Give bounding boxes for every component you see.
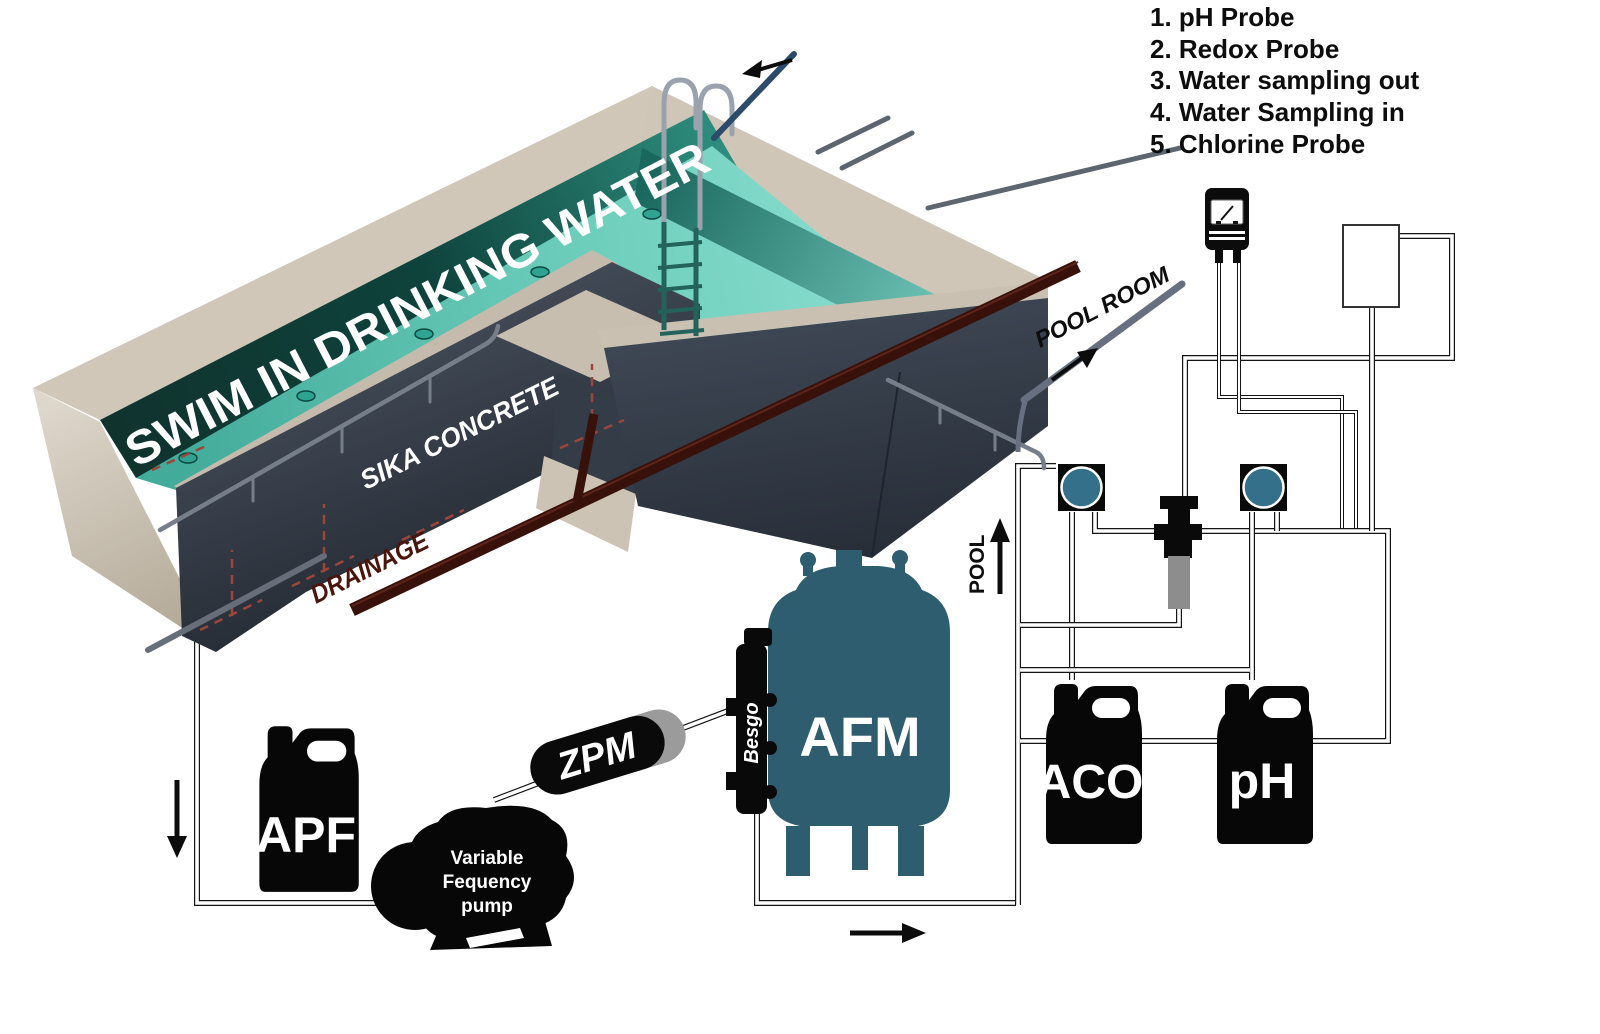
pool-render — [33, 51, 1186, 653]
ph-label: pH — [1229, 753, 1296, 809]
pool-wall-corner-edge — [871, 371, 901, 557]
pool-outer-wall-right — [604, 298, 1048, 558]
pool-jet-icons — [178, 208, 662, 464]
pool-coping-left-face — [33, 388, 216, 650]
pool-banner-wall — [100, 110, 740, 478]
legend-item-1: 1. pH Probe — [1150, 2, 1294, 32]
aco-label: ACO — [1037, 756, 1144, 809]
sampling-pipes — [815, 115, 1183, 211]
legend-list: 1. pH Probe 2. Redox Probe 3. Water samp… — [1150, 2, 1420, 159]
pump-label-3: pump — [461, 896, 513, 917]
apf-canister: APF — [256, 726, 359, 892]
flow-arrow-right-icon — [850, 923, 926, 943]
pool-room-pipe — [1015, 280, 1186, 453]
ph-canister: pH — [1217, 684, 1313, 844]
aco-canister: ACO — [1037, 684, 1144, 844]
handrail-right-wall — [885, 377, 1047, 471]
pool-return-label: POOL — [966, 534, 989, 594]
pipe-probe-drain — [1020, 606, 1179, 625]
besgo-label: Besgo — [741, 702, 763, 763]
flow-arrow-down-icon — [167, 780, 187, 858]
suction-pipe-3d — [145, 553, 327, 653]
legend-item-5: 5. Chlorine Probe — [1150, 129, 1365, 159]
flow-arrow-up-pool-icon — [990, 518, 1010, 594]
legend-item-3: 3. Water sampling out — [1150, 65, 1420, 95]
afm-filter-tank: AFM — [768, 550, 950, 876]
pipe-probe-feed — [1185, 236, 1452, 497]
dosing-pump-left — [1058, 464, 1105, 511]
pool-ladder — [657, 77, 735, 336]
legend-item-2: 2. Redox Probe — [1150, 34, 1339, 64]
afm-label: AFM — [799, 705, 920, 768]
zpm-mixer: ZPM — [530, 709, 686, 795]
apf-label: APF — [256, 807, 356, 863]
inlet-pipe — [711, 51, 797, 141]
variable-frequency-pump: Variable Fequency pump — [371, 805, 574, 950]
flow-arrow-poolroom-icon — [1050, 348, 1098, 382]
dosing-controller — [1205, 188, 1249, 263]
pump-label-2: Fequency — [443, 872, 532, 893]
probe-flow-cell — [1154, 496, 1202, 609]
pool-coping-right-strip — [596, 282, 1048, 348]
junction-box — [1342, 224, 1400, 308]
pump-label-1: Variable — [451, 848, 524, 869]
drainage-pipe — [349, 260, 1081, 616]
besgo-valve: Besgo — [726, 628, 777, 814]
pool-coping-ne — [640, 86, 1048, 338]
flow-arrow-inlet-icon — [742, 58, 793, 78]
pool-coping-nw — [33, 86, 706, 420]
dosing-pump-right — [1240, 464, 1287, 511]
legend-item-4: 4. Water Sampling in — [1150, 97, 1405, 127]
handrail-main-wall — [157, 323, 501, 533]
